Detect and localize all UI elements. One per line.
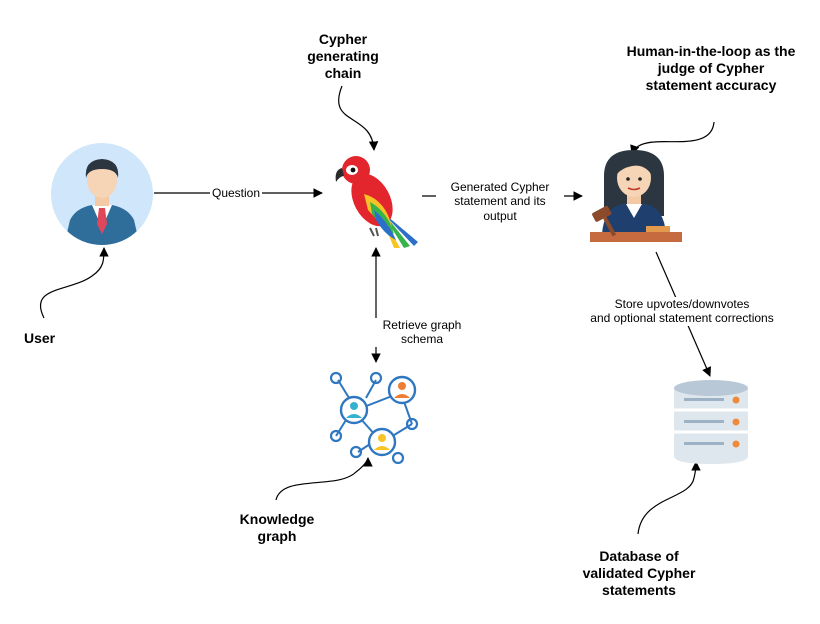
database-pointer: [637, 461, 701, 535]
database-icon: [674, 380, 748, 464]
user-avatar-icon: [51, 143, 153, 245]
judge-icon: [590, 150, 682, 242]
retrieve-schema-edge-label: Retrieve graph schema: [374, 318, 470, 347]
knowledge-graph-icon: [329, 371, 419, 464]
database-label: Database of validated Cypher statements: [582, 548, 696, 598]
user-pointer: [39, 247, 109, 319]
parrot-icon: [335, 156, 418, 248]
store-votes-edge-label: Store upvotes/downvotes and optional sta…: [576, 297, 788, 326]
human-judge-pointer: [630, 121, 715, 155]
user-label: User: [24, 330, 56, 346]
knowledge-graph-label: Knowledge graph: [239, 511, 315, 544]
question-edge-label: Question: [210, 186, 263, 201]
cypher-chain-pointer: [338, 85, 379, 151]
generated-cypher-edge-label: Generated Cypher statement and its outpu…: [436, 180, 564, 224]
cypher-chain-label: Cypher generating chain: [307, 31, 379, 81]
knowledge-graph-pointer: [275, 457, 373, 501]
human-judge-label: Human-in-the-loop as the judge of Cypher…: [626, 43, 796, 93]
